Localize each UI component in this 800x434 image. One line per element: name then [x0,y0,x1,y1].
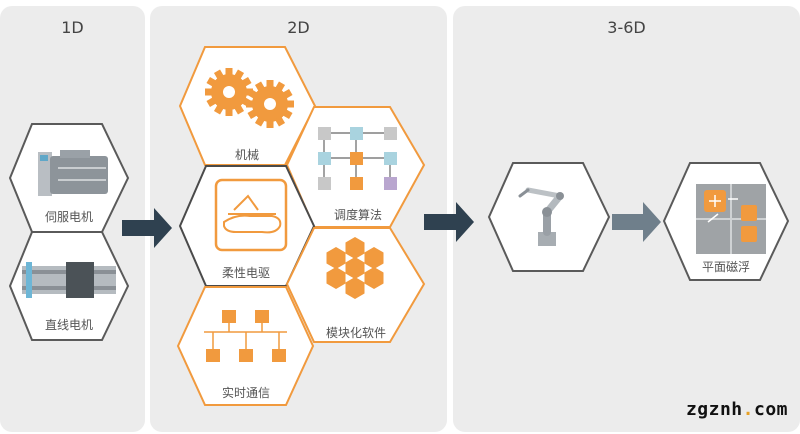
label-servo-motor: 伺服电机 [44,210,94,224]
node-servo-motor [8,123,130,233]
node-modular-software [285,227,426,343]
label-planar-maglev: 平面磁浮 [701,260,751,274]
label-realtime-communication: 实时通信 [221,386,271,400]
arrow-1d-to-2d [122,208,172,248]
linear-motor-icon [22,262,116,298]
node-linear-motor [8,231,130,341]
label-modular-software: 模块化软件 [325,326,387,340]
robot-arm-icon [518,187,564,246]
planar-maglev-icon [696,184,766,254]
node-realtime-communication [176,286,315,406]
node-planar-maglev [662,162,790,281]
watermark: zgznh.com [686,399,788,420]
watermark-dot: . [742,399,754,420]
arrow-2d-to-3d [424,202,474,242]
label-linear-motor: 直线电机 [44,318,94,332]
panel-3-6d-title: 3-6D [607,18,646,37]
network-tree-icon [204,310,287,362]
label-mechanics: 机械 [234,148,260,162]
flowchart-icon [318,127,397,190]
label-flexible-drive: 柔性电驱 [221,266,271,280]
watermark-brand: zgznh [685,399,743,420]
node-scheduling-algorithm [285,106,426,228]
node-flexible-drive [178,165,316,287]
panel-1d-title: 1D [61,18,84,37]
watermark-tld: com [753,399,788,420]
servo-motor-icon [38,150,108,196]
label-scheduling-algorithm: 调度算法 [333,208,383,222]
node-robot-arm [487,162,611,272]
panel-2d-title: 2D [287,18,310,37]
arrow-robot-to-planar [612,202,661,242]
